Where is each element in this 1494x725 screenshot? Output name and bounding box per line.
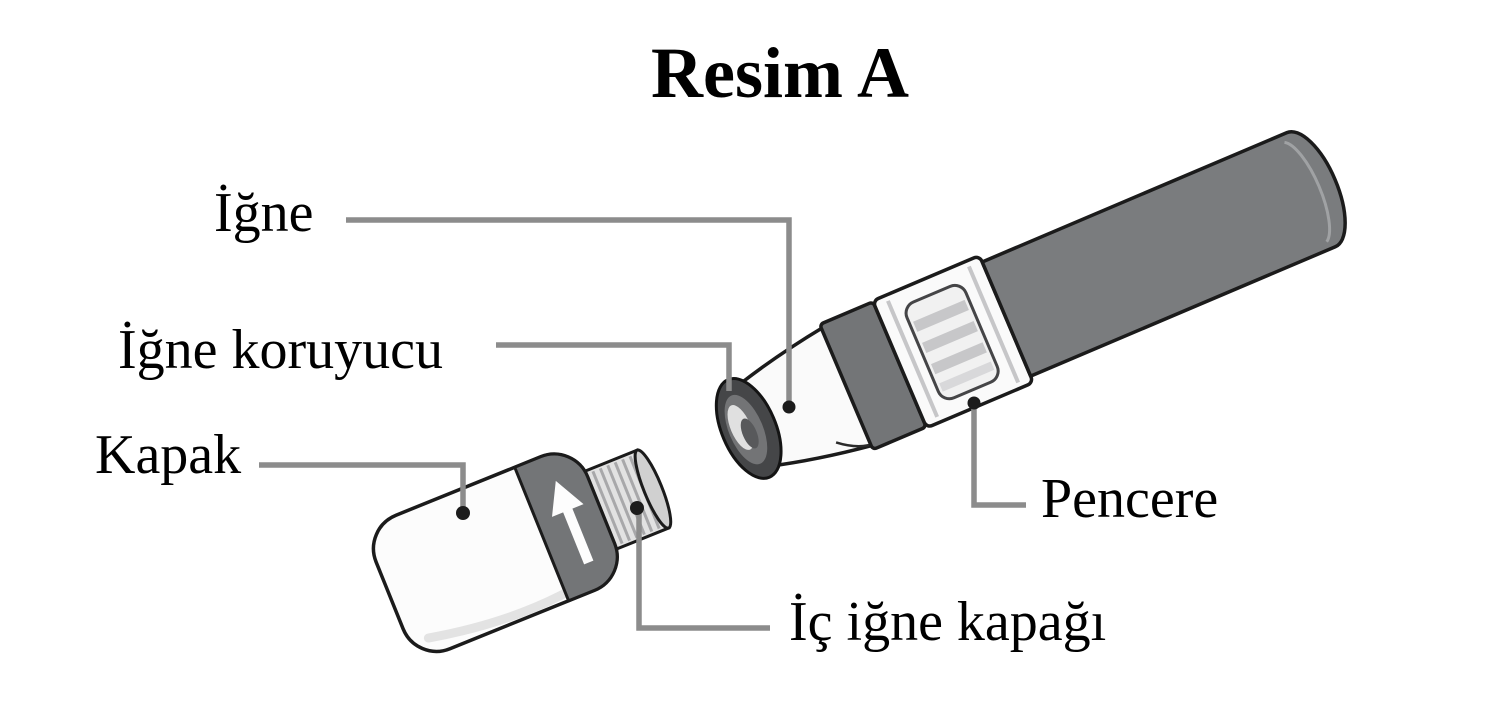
inner-needle-cap-leader-line bbox=[636, 512, 770, 631]
needle-label: İğne bbox=[214, 182, 314, 244]
window-slat bbox=[922, 321, 978, 354]
inner-needle-cap-pointer-dot bbox=[630, 501, 644, 515]
window-label: Pencere bbox=[1041, 468, 1218, 530]
inner-needle-cap-ribs bbox=[591, 455, 661, 545]
leader-lines bbox=[259, 217, 1026, 631]
needle-guard-leader-line bbox=[496, 342, 732, 391]
pen-body bbox=[980, 130, 1347, 378]
injection-pen bbox=[714, 130, 1347, 480]
needle-pointer-dot bbox=[782, 400, 796, 414]
window-slat bbox=[913, 299, 969, 332]
inner-needle-cap-end bbox=[633, 448, 673, 530]
figure-title: Resim A bbox=[651, 33, 909, 113]
window-slat bbox=[931, 342, 987, 375]
inner-needle-cap-label: İç iğne kapağı bbox=[789, 591, 1106, 653]
twist-arrow-icon bbox=[552, 480, 594, 565]
pen-end-seam bbox=[1284, 140, 1332, 243]
window-flange-right bbox=[967, 265, 1020, 384]
needle-guard-ring-core bbox=[740, 418, 759, 449]
window-flange-left bbox=[886, 300, 939, 418]
cap-label: Kapak bbox=[95, 424, 241, 486]
cap-leader-line bbox=[259, 462, 466, 508]
window-pointer-dot bbox=[967, 396, 981, 410]
window-slat bbox=[939, 361, 995, 392]
needle-guard-label: İğne koruyucu bbox=[118, 319, 443, 381]
cap-band bbox=[512, 452, 619, 603]
needle-leader-line bbox=[346, 217, 792, 402]
pen-cap bbox=[371, 448, 673, 654]
window-leader-line bbox=[971, 405, 1026, 508]
cap-pointer-dot bbox=[456, 506, 470, 520]
